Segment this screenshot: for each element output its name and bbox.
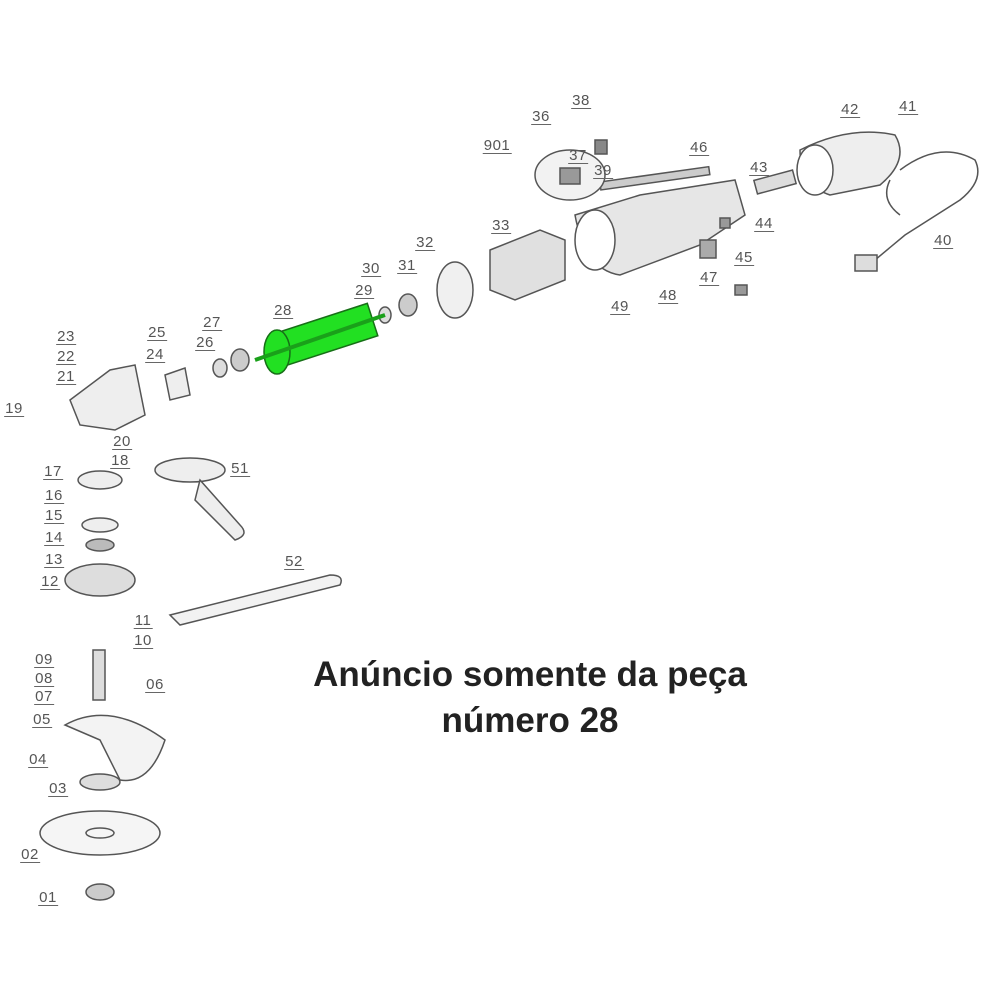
part-label-07: 07 <box>34 688 54 705</box>
part-label-51: 51 <box>230 460 250 477</box>
part-label-16: 16 <box>44 487 64 504</box>
part-label-09: 09 <box>34 651 54 668</box>
part-label-24: 24 <box>145 346 165 363</box>
wheel-guard <box>63 714 166 782</box>
grinding-disc <box>39 810 161 856</box>
part-label-15: 15 <box>44 507 64 524</box>
spanner-wrench <box>168 574 342 626</box>
part-label-33: 33 <box>491 217 511 234</box>
part-label-06: 06 <box>145 676 165 693</box>
part-label-38: 38 <box>571 92 591 109</box>
part-label-29: 29 <box>354 282 374 299</box>
armature-rotor-part-28 <box>254 302 386 375</box>
part-43 <box>752 169 798 195</box>
part-label-901: 901 <box>482 137 512 154</box>
part-label-26: 26 <box>195 334 215 351</box>
part-label-31: 31 <box>397 257 417 274</box>
power-cord <box>874 151 979 261</box>
part-label-27: 27 <box>202 314 222 331</box>
part-label-18: 18 <box>110 452 130 469</box>
part-label-40: 40 <box>933 232 953 249</box>
side-handle <box>154 457 245 541</box>
part-label-03: 03 <box>48 780 68 797</box>
part-label-37: 37 <box>568 147 588 164</box>
plug <box>854 254 878 272</box>
part-label-25: 25 <box>147 324 167 341</box>
part-label-32: 32 <box>415 234 435 251</box>
part-label-11: 11 <box>133 612 153 629</box>
part-label-13: 13 <box>44 551 64 568</box>
caption: Anúncio somente da peça número 28 <box>230 652 830 744</box>
part-label-17: 17 <box>43 463 63 480</box>
part-label-41: 41 <box>898 98 918 115</box>
part-label-08: 08 <box>34 670 54 687</box>
part-label-52: 52 <box>284 553 304 570</box>
part-label-47: 47 <box>699 269 719 286</box>
stator <box>489 229 566 301</box>
part-label-46: 46 <box>689 139 709 156</box>
gear-housing <box>69 364 146 431</box>
part-label-23: 23 <box>56 328 76 345</box>
part-label-05: 05 <box>32 711 52 728</box>
part-label-44: 44 <box>754 215 774 232</box>
part-label-43: 43 <box>749 159 769 176</box>
part-label-12: 12 <box>40 573 60 590</box>
part-label-10: 10 <box>133 632 153 649</box>
caption-line-2: número 28 <box>441 701 619 740</box>
part-label-49: 49 <box>610 298 630 315</box>
part-label-04: 04 <box>28 751 48 768</box>
part-label-21: 21 <box>56 368 76 385</box>
part-label-19: 19 <box>4 400 24 417</box>
part-label-02: 02 <box>20 846 40 863</box>
part-label-45: 45 <box>734 249 754 266</box>
part-label-42: 42 <box>840 101 860 118</box>
caption-line-1: Anúncio somente da peça <box>313 655 747 694</box>
part-label-48: 48 <box>658 287 678 304</box>
part-label-28: 28 <box>273 302 293 319</box>
part-label-01: 01 <box>38 889 58 906</box>
baffle-plate <box>436 261 474 319</box>
part-label-22: 22 <box>56 348 76 365</box>
part-label-14: 14 <box>44 529 64 546</box>
part-label-20: 20 <box>112 433 132 450</box>
part-label-39: 39 <box>593 162 613 179</box>
part-label-36: 36 <box>531 108 551 125</box>
part-label-30: 30 <box>361 260 381 277</box>
